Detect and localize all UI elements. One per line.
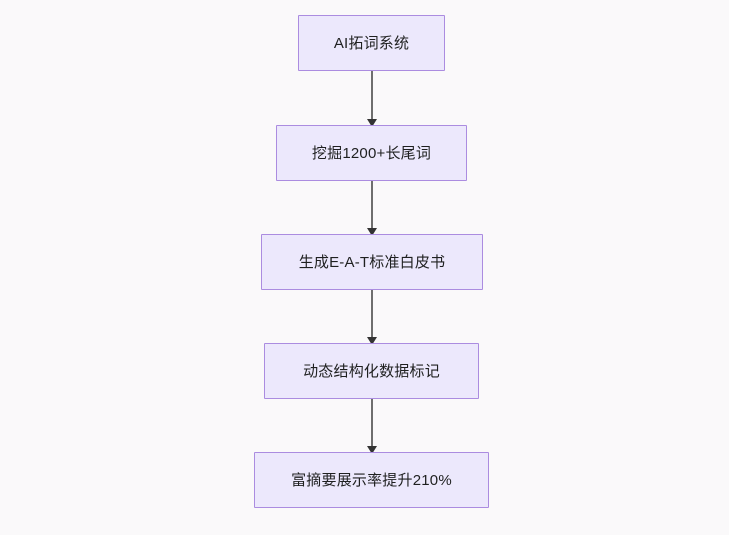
- edge-line: [371, 181, 373, 234]
- flow-node[interactable]: 富摘要展示率提升210%: [254, 452, 489, 508]
- flow-node-label: AI拓词系统: [333, 34, 410, 52]
- flow-node-label: 动态结构化数据标记: [303, 362, 440, 380]
- arrow-head-icon: [367, 228, 377, 236]
- flow-node[interactable]: 动态结构化数据标记: [264, 343, 479, 399]
- flow-node-label: 挖掘1200+长尾词: [311, 144, 432, 162]
- edge-line: [371, 71, 373, 125]
- arrow-head-icon: [367, 337, 377, 345]
- flow-edge: [367, 290, 377, 345]
- arrow-head-icon: [367, 446, 377, 454]
- flow-node[interactable]: 挖掘1200+长尾词: [276, 125, 467, 181]
- flow-edge: [367, 71, 377, 127]
- flow-node-label: 生成E-A-T标准白皮书: [298, 253, 446, 271]
- edge-line: [371, 290, 373, 343]
- flow-node-label: 富摘要展示率提升210%: [291, 471, 452, 489]
- flow-node[interactable]: 生成E-A-T标准白皮书: [261, 234, 483, 290]
- edge-line: [371, 399, 373, 452]
- flow-edge: [367, 181, 377, 236]
- flow-node[interactable]: AI拓词系统: [298, 15, 445, 71]
- arrow-head-icon: [367, 119, 377, 127]
- flow-edge: [367, 399, 377, 454]
